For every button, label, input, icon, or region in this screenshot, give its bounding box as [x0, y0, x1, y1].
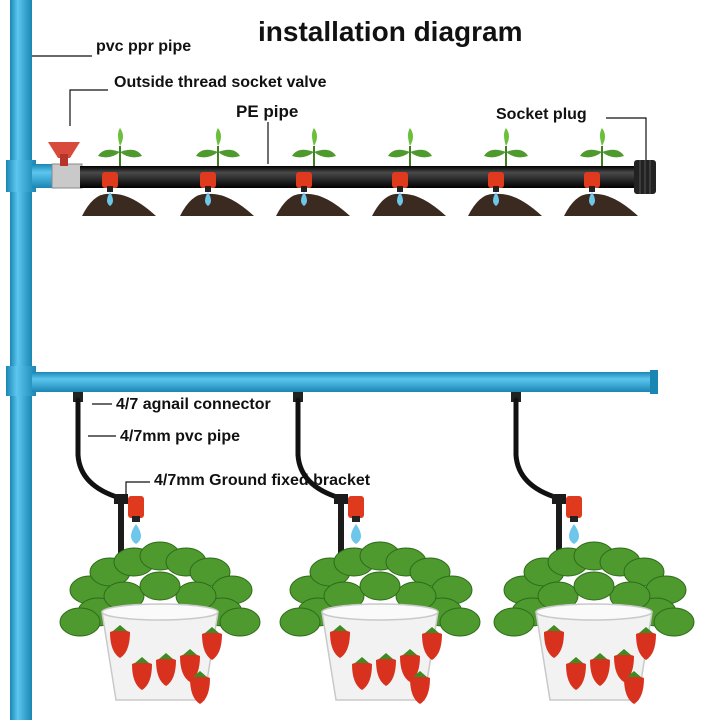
seedling-bed	[82, 128, 156, 216]
strawberry-icon	[544, 625, 564, 658]
pvc-horizontal-pipe	[32, 372, 658, 392]
label-pe-pipe: PE pipe	[236, 102, 299, 121]
water-drop-icon	[205, 192, 211, 206]
agnail-connector-icon	[293, 392, 303, 402]
dripper-icon	[128, 496, 144, 522]
strawberry-icon	[110, 625, 130, 658]
page-title: installation diagram	[258, 16, 523, 47]
ground-bracket-icon	[114, 494, 128, 554]
strawberry-icon	[352, 657, 372, 690]
seedling-bed	[180, 128, 254, 216]
seedling-bed	[372, 128, 446, 216]
strawberry-icon	[202, 627, 222, 660]
water-drop-icon	[569, 524, 579, 544]
ground-bracket-icon	[334, 494, 348, 554]
pvc-tee-top	[6, 160, 36, 192]
soil-mound	[372, 193, 446, 216]
strawberry-icon	[410, 671, 430, 704]
water-drop-icon	[589, 192, 595, 206]
seedling-icon	[292, 128, 336, 166]
water-drop-icon	[131, 524, 141, 544]
dripper-icon	[584, 172, 600, 192]
dripper-icon	[296, 172, 312, 192]
strawberry-icon	[376, 653, 396, 686]
hanging-pot-assembly	[59, 392, 261, 704]
strawberry-icon	[132, 657, 152, 690]
label-pvc-ppr-pipe: pvc ppr pipe	[96, 38, 192, 55]
seedling-icon	[484, 128, 528, 166]
strawberry-icon	[180, 649, 200, 682]
soil-mound	[468, 193, 542, 216]
leader-lines	[32, 55, 647, 496]
label-agnail-connector: 4/7 agnail connector	[116, 396, 271, 413]
pvc-pipe-end-cap	[650, 370, 658, 394]
seedling-icon	[196, 128, 240, 166]
strawberry-icon	[156, 653, 176, 686]
valve-icon	[48, 142, 83, 189]
strawberry-icon	[422, 627, 442, 660]
label-socket-plug: Socket plug	[496, 106, 587, 123]
pvc-vertical-pipe	[10, 0, 32, 720]
seedling-icon	[580, 128, 624, 166]
label-pvc-pipe-47: 4/7mm pvc pipe	[120, 428, 241, 445]
strawberry-icon	[590, 653, 610, 686]
hanging-pot-assembly	[493, 392, 695, 704]
dripper-icon	[200, 172, 216, 192]
soil-mound	[564, 193, 638, 216]
strawberry-icon	[624, 671, 644, 704]
agnail-connector-icon	[511, 392, 521, 402]
strawberry-icon	[636, 627, 656, 660]
strawberry-plant-icon	[279, 541, 481, 637]
pvc-tube-47mm	[75, 397, 123, 501]
water-drop-icon	[107, 192, 113, 206]
socket-plug-icon	[634, 160, 656, 194]
soil-mound	[82, 193, 156, 216]
seedling-icon	[388, 128, 432, 166]
seedling-bed	[564, 128, 638, 216]
strawberry-icon	[190, 671, 210, 704]
soil-mound	[180, 193, 254, 216]
agnail-connector-icon	[73, 392, 83, 402]
water-drop-icon	[301, 192, 307, 206]
pe-pipe	[80, 166, 636, 188]
pvc-tee-bottom	[6, 366, 36, 396]
strawberry-icon	[566, 657, 586, 690]
water-drop-icon	[351, 524, 361, 544]
soil-mound	[276, 193, 350, 216]
seedling-icon	[98, 128, 142, 166]
strawberry-icon	[330, 625, 350, 658]
dripper-icon	[102, 172, 118, 192]
label-ground-bracket: 4/7mm Ground fixed bracket	[154, 472, 371, 489]
water-drop-icon	[397, 192, 403, 206]
ground-bracket-icon	[552, 494, 566, 554]
strawberry-plant-icon	[493, 541, 695, 637]
dripper-icon	[392, 172, 408, 192]
strawberry-icon	[614, 649, 634, 682]
dripper-icon	[348, 496, 364, 522]
pvc-tube-47mm	[295, 397, 343, 501]
hanging-pot-assembly	[279, 392, 481, 704]
pvc-tube-47mm	[513, 397, 561, 501]
dripper-icon	[488, 172, 504, 192]
pvc-branch-top	[32, 164, 52, 188]
seedling-bed	[468, 128, 542, 216]
strawberry-icon	[400, 649, 420, 682]
dripper-icon	[566, 496, 582, 522]
seedling-bed	[276, 128, 350, 216]
water-drop-icon	[493, 192, 499, 206]
label-valve: Outside thread socket valve	[114, 74, 327, 91]
